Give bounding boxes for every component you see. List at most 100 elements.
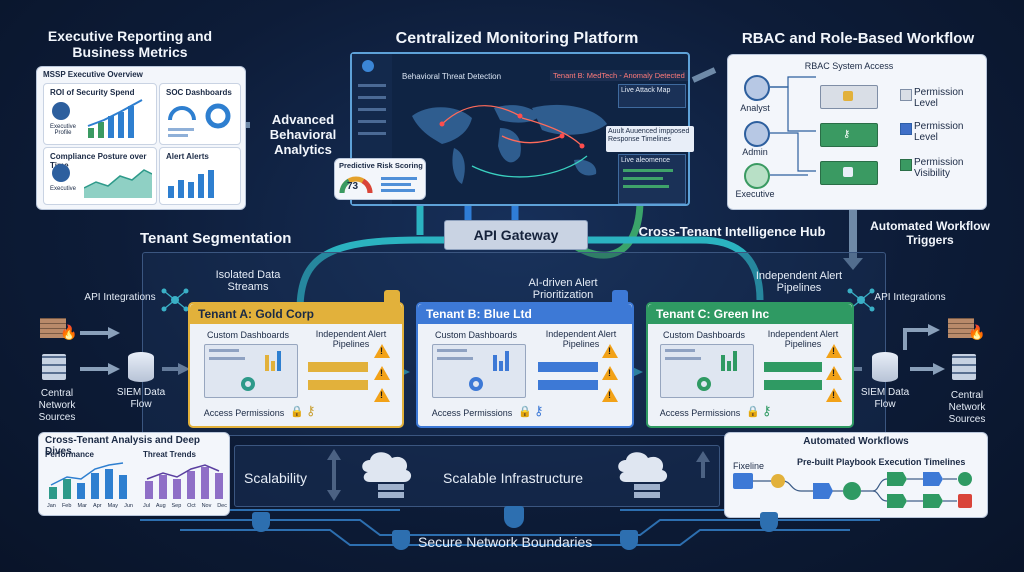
api-gateway[interactable]: API Gateway xyxy=(444,220,588,250)
threat-trend-tick-label: Sep xyxy=(171,503,182,509)
analyst-avatar-icon xyxy=(744,75,770,101)
tenant-b-pipeline-arrow-1 xyxy=(538,362,598,372)
legend-label-3: Permission Visibility xyxy=(914,157,964,179)
analytics-title: Advanced Behavioral Analytics xyxy=(269,112,337,157)
behavioral-threat-label: Behavioral Threat Detection xyxy=(402,72,502,81)
independent-pipelines-label: Independent Alert Pipelines xyxy=(755,270,843,294)
executive-avatar-icon xyxy=(52,102,70,120)
rbac-connectors xyxy=(770,76,816,176)
role-executive: Executive xyxy=(735,189,775,199)
access-lock-icon: 🔒 xyxy=(518,406,532,418)
siem-flow-right: SIEM Data Flow xyxy=(860,387,910,410)
exec-card-compliance[interactable]: Compliance Posture over Time Executive xyxy=(43,147,157,205)
platform-title: Centralized Monitoring Platform xyxy=(395,30,639,47)
compliance-area-chart xyxy=(84,169,152,198)
tenant-card-a[interactable]: Tenant A: Gold Corp Custom Dashboards In… xyxy=(188,302,404,428)
network-node-icon-left xyxy=(161,288,189,312)
api-integrations-left: API Integrations xyxy=(84,292,156,303)
threat-trend-tick-label: Jul xyxy=(143,503,151,509)
ai-prioritization-label: AI-driven Alert Prioritization xyxy=(528,277,598,301)
tenant-anomaly-tag[interactable]: Tenant B: MedTech - Anomaly Detected xyxy=(550,70,688,81)
legend-swatch-2 xyxy=(900,123,912,135)
lock-icon-2 xyxy=(843,167,853,177)
alert-triangle-icon xyxy=(374,388,390,402)
scalability-label: Scalability xyxy=(244,470,308,486)
audit-timeline-card[interactable]: Auult Auuenced impposed Response Timelin… xyxy=(606,126,694,152)
central-network-right: Central Network Sources xyxy=(948,390,986,425)
tenant-b-access: Access Permissions xyxy=(431,408,513,418)
risk-gauge-icon xyxy=(339,176,373,194)
access-key-icon: ⚷ xyxy=(306,403,316,418)
tenant-a-pipeline-arrow-2 xyxy=(308,380,368,390)
exec-card-alerts[interactable]: Alert Alerts xyxy=(159,147,241,205)
alerts-bar-chart xyxy=(168,170,214,198)
roi-bar-chart xyxy=(87,99,143,138)
playbook-subtitle: Pre-built Playbook Execution Timelines xyxy=(797,457,966,467)
shield-icon xyxy=(620,530,638,550)
tenant-c-pipeline-arrow-2 xyxy=(764,380,822,390)
alert-triangle-icon xyxy=(602,388,618,402)
fire-icon-left: 🔥 xyxy=(60,324,78,340)
performance-tick-label: Jun xyxy=(124,503,133,509)
tenant-a-dashboards: Custom Dashboards xyxy=(206,330,290,340)
tenant-a-access: Access Permissions xyxy=(203,408,285,418)
alert-triangle-icon xyxy=(826,344,842,358)
threat-trend-tick-label: Aug xyxy=(155,503,166,509)
automated-workflows-title: Automated Workflows xyxy=(803,436,909,447)
cloud-server-icon-right xyxy=(618,452,668,498)
cross-hub-title: Cross-Tenant Intelligence Hub xyxy=(638,224,826,239)
tenant-b-pipeline-arrow-2 xyxy=(538,380,598,390)
exec-card-roi[interactable]: ROI of Security Spend Executive Profile xyxy=(43,83,157,145)
risk-score-value: 73 xyxy=(347,181,359,192)
permission-box-3[interactable] xyxy=(820,161,878,185)
legend-label-2: Permission Level xyxy=(914,121,964,143)
tenant-c-dashboards: Custom Dashboards xyxy=(662,330,746,340)
rbac-panel: RBAC System Access Analyst Admin Executi… xyxy=(727,54,987,210)
tenant-seg-title: Tenant Segmentation xyxy=(140,230,292,247)
legend-swatch-1 xyxy=(900,89,912,101)
api-integrations-right: API Integrations xyxy=(874,292,946,303)
threat-trends-label: Threat Trends xyxy=(143,450,196,459)
threat-trend-tick-label: Nov xyxy=(201,503,212,509)
alert-triangle-icon xyxy=(374,366,390,380)
access-key-icon: ⚷ xyxy=(534,403,544,418)
tenant-b-dashboards: Custom Dashboards xyxy=(434,330,518,340)
permission-box-2[interactable]: ⚷ xyxy=(820,123,878,147)
live-attack-map-card[interactable]: Live Attack Map xyxy=(618,84,686,108)
exec-card-alerts-title: Alert Alerts xyxy=(166,152,209,161)
shield-icon xyxy=(252,512,270,532)
audit-timeline-label: Auult Auuenced impposed Response Timelin… xyxy=(608,128,690,143)
tenant-b-pipelines: Independent Alert Pipelines xyxy=(545,329,617,349)
role-analyst: Analyst xyxy=(740,103,770,113)
alert-triangle-icon xyxy=(602,344,618,358)
threat-trend-tick-label: Oct xyxy=(187,503,196,509)
legend-swatch-3 xyxy=(900,159,912,171)
access-lock-icon: 🔒 xyxy=(290,406,304,418)
fire-icon-right: 🔥 xyxy=(968,324,986,340)
risk-scoring-title: Predictive Risk Scoring xyxy=(339,161,423,170)
access-lock-icon: 🔒 xyxy=(746,406,760,418)
server-icon-left xyxy=(42,354,66,380)
tenant-a-pipelines: Independent Alert Pipelines xyxy=(315,329,387,349)
tenant-c-pipelines: Independent Alert Pipelines xyxy=(767,329,839,349)
tenant-a-pipeline-arrow-1 xyxy=(308,362,368,372)
cross-tenant-panel: Cross-Tenant Analysis and Deep Dives Per… xyxy=(38,432,230,516)
exec-card-roi-title: ROI of Security Spend xyxy=(50,88,135,97)
key-icon: ⚷ xyxy=(843,129,851,140)
exec-title: Executive Reporting and Business Metrics xyxy=(47,28,213,60)
tenant-card-b[interactable]: Tenant B: Blue Ltd Custom Dashboards Ind… xyxy=(416,302,634,428)
exec-card-soc[interactable]: SOC Dashboards xyxy=(159,83,241,145)
permission-box-1[interactable] xyxy=(820,85,878,109)
live-awareness-card[interactable]: Live aleomence xyxy=(618,154,686,204)
soc-gauges xyxy=(168,103,231,137)
secure-boundaries-label: Secure Network Boundaries xyxy=(418,534,593,550)
database-icon-right xyxy=(872,352,898,382)
admin-avatar-icon xyxy=(744,121,770,147)
alert-triangle-icon xyxy=(602,366,618,380)
exec-panel: MSSP Executive Overview ROI of Security … xyxy=(36,66,246,210)
risk-scoring-card[interactable]: Predictive Risk Scoring 73 xyxy=(334,158,426,200)
tenant-c-access: Access Permissions xyxy=(659,408,741,418)
tenant-card-c[interactable]: Tenant C: Green Inc Custom Dashboards In… xyxy=(646,302,854,428)
access-key-icon: ⚷ xyxy=(762,403,772,418)
